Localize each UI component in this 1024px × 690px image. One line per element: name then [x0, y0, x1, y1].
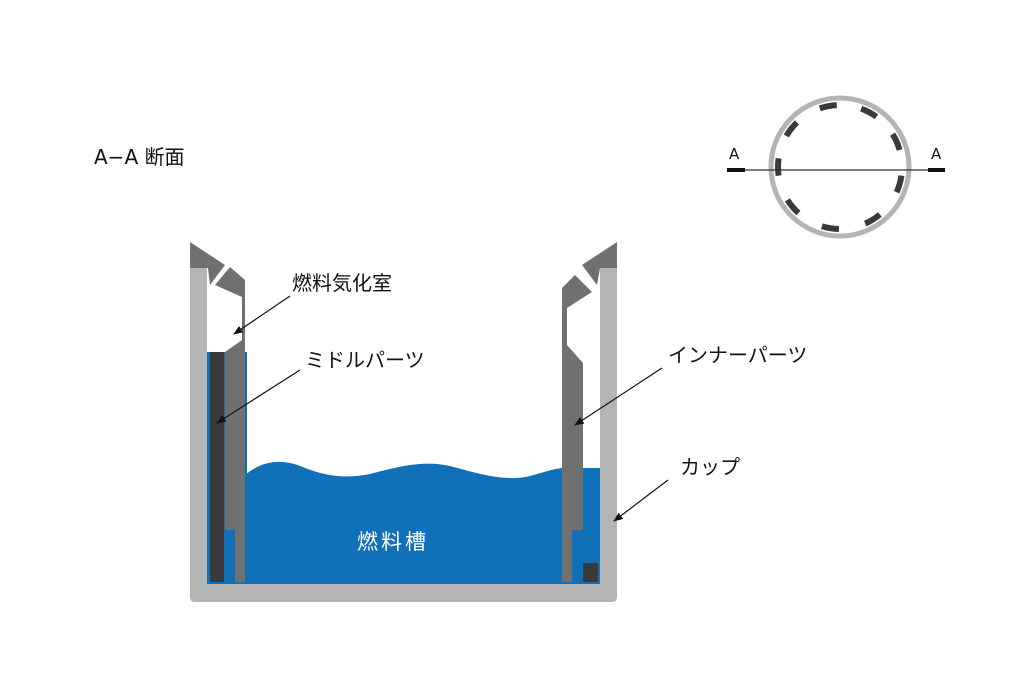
section-marker-right: A [931, 145, 942, 163]
inner-part-segment [783, 120, 800, 138]
leader-lines [216, 295, 669, 522]
label-middle-parts: ミドルパーツ [305, 348, 425, 372]
inner-part-segment [863, 212, 882, 227]
inner-part-segment [784, 198, 801, 216]
inner-part-segment [820, 223, 840, 232]
label-inner-parts: インナーパーツ [668, 343, 808, 367]
leader-cup [613, 479, 669, 522]
middle-parts [210, 352, 598, 582]
inner-part-segment [889, 132, 903, 151]
inner-parts [215, 267, 592, 582]
inner-part-segment [818, 102, 837, 112]
label-cup: カップ [680, 455, 740, 479]
inner-part-segment [860, 105, 879, 120]
cup-rim [190, 242, 617, 285]
leader-vaporization-chamber [233, 295, 291, 335]
inner-part-segment [893, 175, 905, 194]
section-title: A−A 断面 [94, 145, 185, 169]
inner-part-segment [775, 157, 782, 177]
label-fuel-tank: 燃料槽 [357, 530, 429, 554]
inner-part-segments [775, 102, 905, 232]
leader-middle-parts [216, 369, 301, 424]
label-vaporization-chamber: 燃料気化室 [292, 271, 392, 295]
section-marker-left: A [729, 145, 740, 163]
leader-inner-parts [574, 367, 663, 426]
plan-view [727, 95, 945, 239]
plan-view-cup-outline [768, 95, 912, 239]
